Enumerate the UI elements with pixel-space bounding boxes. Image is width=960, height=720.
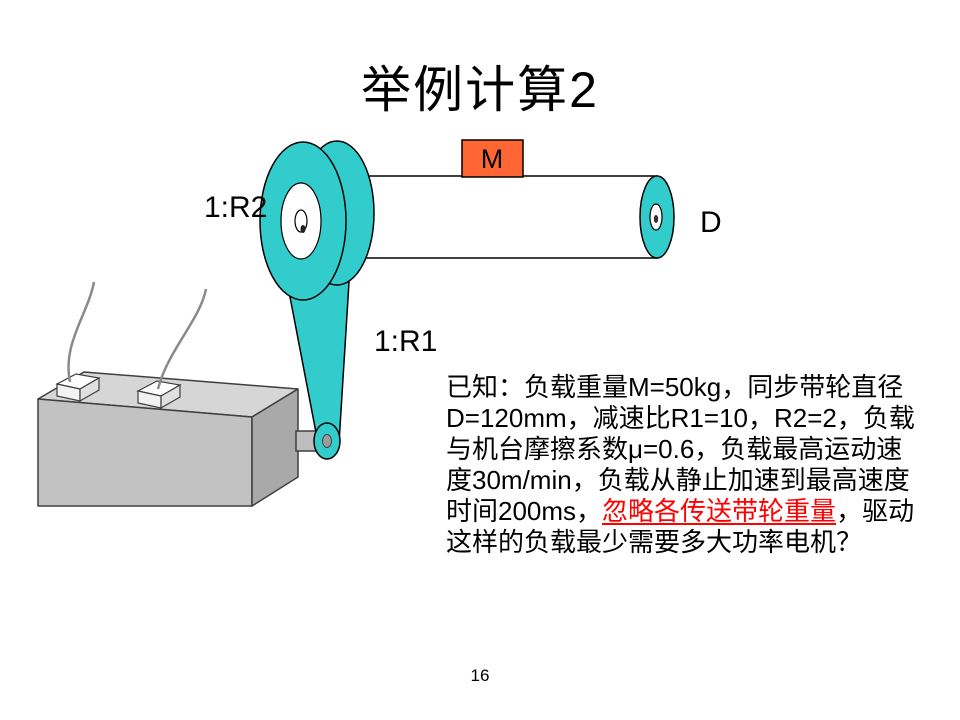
problem-text-question: ，驱动这样的负载最少需要多大功率电机？: [446, 496, 915, 557]
page-number: 16: [470, 666, 490, 685]
load-block: [461, 139, 524, 178]
motor-wire-2: [156, 288, 208, 390]
large-pulley-keyhole: [300, 225, 306, 233]
motor-front-face: [37, 398, 253, 507]
terminal-block-1-side: [79, 376, 100, 403]
terminal-block-2-side: [160, 383, 181, 410]
problem-text-given: 已知：负载重量M=50kg，同步带轮直径D=120mm，减速比R1=10，R2=…: [446, 372, 915, 526]
problem-statement: 已知：负载重量M=50kg，同步带轮直径D=120mm，减速比R1=10，R2=…: [446, 372, 918, 558]
label-ratio-r1: 1:R1: [374, 325, 437, 358]
motor-wire-1: [67, 281, 96, 383]
label-roller-diameter: D: [700, 206, 722, 239]
label-load-mass: M: [481, 144, 504, 174]
label-ratio-r2: 1:R2: [204, 191, 267, 224]
page-title: 举例计算2: [361, 62, 599, 118]
problem-text-highlight: 忽略各传送带轮重量: [602, 496, 837, 526]
conveyor-roller-body: [329, 175, 658, 259]
roller-end-hole: [653, 215, 659, 223]
small-pulley-hub: [322, 434, 332, 448]
motor-side-face: [251, 388, 299, 507]
